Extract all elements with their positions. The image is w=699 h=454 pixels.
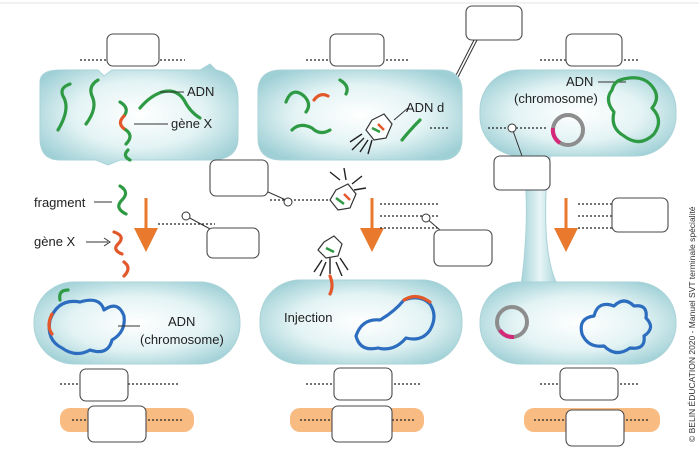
answer-box[interactable]: [331, 405, 393, 443]
gene-x-free: [112, 230, 124, 256]
leader-line: [393, 107, 409, 121]
leader-line: [511, 127, 523, 157]
phage: [349, 113, 393, 155]
leader-line: [267, 191, 287, 201]
phage-injecting: [313, 235, 349, 277]
recipient-cell: [479, 281, 677, 365]
answer-box[interactable]: [106, 33, 160, 67]
answer-box[interactable]: [209, 159, 269, 197]
gene-x-free: [122, 260, 130, 278]
label-injection: Injection: [284, 310, 332, 325]
answer-box[interactable]: [465, 5, 523, 41]
chromosome: [47, 298, 126, 356]
recipient-cell: [33, 281, 241, 365]
dna-fragment: [84, 78, 100, 126]
chromosome: [354, 296, 436, 351]
column-conjugation: ADN (chromosome): [479, 33, 677, 447]
phage-free: [329, 167, 367, 211]
label-adn-phage: ADN d: [406, 100, 444, 115]
answer-box[interactable]: [611, 197, 669, 233]
answer-box[interactable]: [433, 229, 493, 267]
label-chromosome-right: (chromosome): [514, 91, 598, 106]
gene-x-segment: [118, 114, 128, 132]
answer-box[interactable]: [333, 367, 393, 401]
answer-box[interactable]: [79, 368, 129, 402]
donor-cell-lysed: [39, 63, 239, 166]
dna-fragment: [338, 78, 349, 96]
label-gene-x: gène X: [171, 116, 213, 131]
column-transduction: ADN d: [209, 5, 523, 443]
label-adn: ADN: [187, 84, 214, 99]
answer-box[interactable]: [565, 409, 625, 447]
answer-box[interactable]: [87, 405, 147, 443]
answer-box[interactable]: [329, 33, 385, 67]
dna-fragment: [58, 288, 70, 302]
column-transformation: ADN gène X fragment gène X ADN (chromoso…: [33, 33, 260, 443]
dna-fragment: [400, 118, 422, 142]
label-adn-chromosome: ADN: [168, 314, 195, 329]
label-fragment: fragment: [34, 195, 86, 210]
dna-fragment: [123, 148, 132, 162]
gene-x-integrated: [47, 312, 54, 336]
fragment-dna: [117, 184, 128, 216]
gene-x-integrated: [402, 294, 432, 304]
leader-line: [185, 215, 213, 231]
plasmid-gene: [498, 328, 515, 340]
answer-box[interactable]: [493, 155, 551, 191]
dna-fragment: [124, 128, 132, 146]
recipient-cell: [259, 279, 463, 365]
plasmid-gene: [550, 127, 562, 145]
infected-cell: [257, 69, 463, 161]
dna-fragment: [290, 123, 332, 135]
dna-fragment: [284, 90, 311, 114]
copyright-credit: © BELIN ÉDUCATION 2020 - Manuel SVT term…: [687, 206, 697, 442]
answer-box[interactable]: [206, 227, 260, 259]
label-gene-x-left: gène X: [34, 234, 76, 249]
donor-cell: [479, 69, 677, 157]
answer-box[interactable]: [559, 367, 619, 401]
answer-box[interactable]: [565, 33, 623, 67]
label-adn-right: ADN: [566, 74, 593, 89]
dna-fragment: [56, 82, 72, 132]
gene-x-segment: [312, 93, 330, 102]
chromosome: [579, 299, 653, 355]
chromosome: [606, 76, 661, 144]
label-chromosome: (chromosome): [140, 332, 224, 347]
injected-dna: [328, 274, 334, 296]
